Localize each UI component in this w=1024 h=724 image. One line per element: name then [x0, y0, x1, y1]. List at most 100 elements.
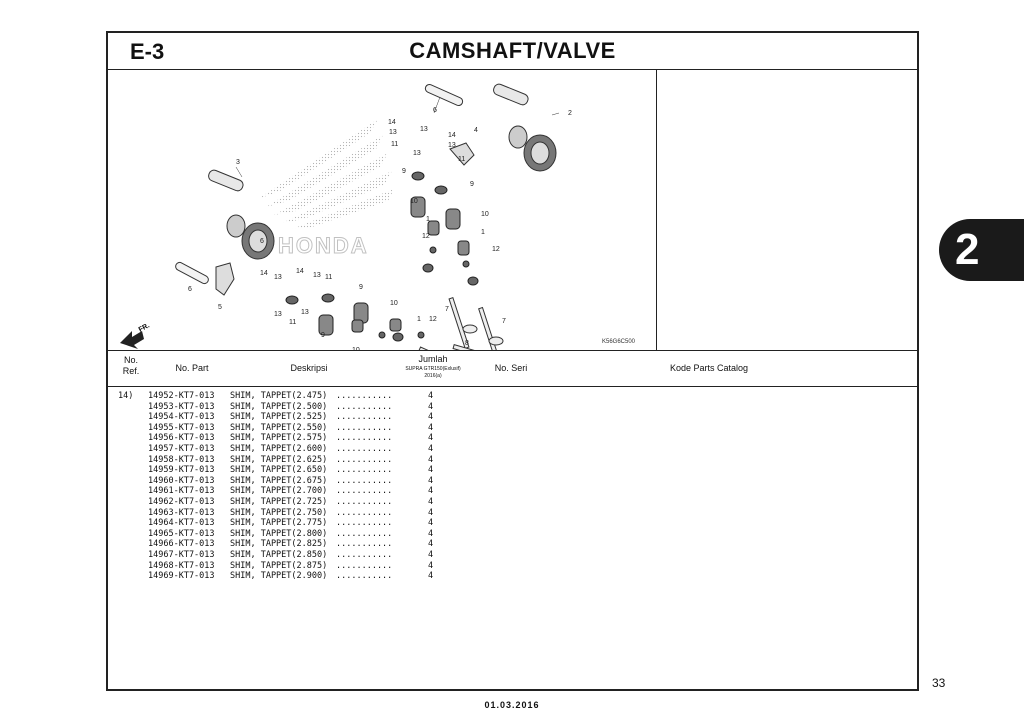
- part-number: 14955-KT7-013: [148, 422, 215, 433]
- part-description: SHIM, TAPPET(2.625): [230, 454, 328, 465]
- part-leader-dots: ...........: [336, 528, 393, 539]
- part-number: 14959-KT7-013: [148, 465, 215, 476]
- part-number: 14957-KT7-013: [148, 444, 215, 454]
- part-description: SHIM, TAPPET(2.675): [230, 475, 328, 486]
- part-quantity: 4: [428, 465, 434, 476]
- col-jumlah: Jumlah: [418, 354, 448, 364]
- chapter-tab: 2: [939, 219, 1024, 281]
- part-description: SHIM, TAPPET(2.500): [230, 401, 328, 412]
- part-leader-dots: ...........: [336, 444, 393, 454]
- part-quantity: 4: [428, 422, 434, 433]
- part-leader-dots: ...........: [336, 412, 393, 423]
- svg-text:11: 11: [391, 141, 398, 148]
- part-leader-dots: ...........: [336, 550, 393, 560]
- part-description: SHIM, TAPPET(2.825): [230, 539, 328, 550]
- part-leader-dots: ...........: [336, 571, 393, 582]
- svg-text:7: 7: [502, 318, 506, 325]
- table-row: 14961-KT7-013 SHIM, TAPPET(2.700)........…: [108, 486, 508, 497]
- part-leader-dots: ...........: [336, 391, 393, 401]
- col-deskripsi: Deskripsi: [290, 363, 328, 373]
- part-leader-dots: ...........: [336, 518, 393, 529]
- svg-text:12: 12: [422, 233, 430, 240]
- part-description: SHIM, TAPPET(2.700): [230, 486, 328, 497]
- svg-text:3: 3: [236, 159, 240, 166]
- table-row: 14958-KT7-013 SHIM, TAPPET(2.625)........…: [108, 455, 508, 466]
- part-quantity: 4: [428, 475, 434, 486]
- svg-text:12: 12: [429, 316, 437, 323]
- part-description: SHIM, TAPPET(2.550): [230, 422, 328, 433]
- leader-lines: [235, 96, 560, 178]
- svg-text:13: 13: [301, 309, 309, 316]
- valves: [418, 297, 504, 368]
- part-number: 14965-KT7-013: [148, 528, 215, 539]
- honda-watermark-text: HONDA: [278, 233, 369, 258]
- part-quantity: 4: [428, 560, 434, 571]
- part-quantity: 4: [428, 391, 434, 401]
- part-leader-dots: ...........: [336, 454, 393, 465]
- svg-text:14: 14: [448, 132, 456, 139]
- part-description: SHIM, TAPPET(2.750): [230, 507, 328, 518]
- table-row: 14967-KT7-013 SHIM, TAPPET(2.850)........…: [108, 550, 508, 561]
- svg-text:9: 9: [470, 181, 474, 188]
- svg-text:11: 11: [289, 319, 296, 326]
- part-description: SHIM, TAPPET(2.775): [230, 518, 328, 529]
- svg-text:14: 14: [388, 119, 396, 126]
- svg-text:13: 13: [448, 142, 456, 149]
- part-description: SHIM, TAPPET(2.850): [230, 550, 328, 560]
- part-quantity: 4: [428, 412, 434, 423]
- part-number: 14952-KT7-013: [148, 391, 215, 401]
- col-jumlah-year: 2016(a): [424, 373, 442, 379]
- part-quantity: 4: [428, 507, 434, 518]
- front-arrow: FR.: [120, 322, 151, 349]
- svg-text:10: 10: [390, 300, 398, 307]
- section-code: E-3: [130, 39, 165, 64]
- part-number: 14967-KT7-013: [148, 550, 215, 560]
- figure-code: K56G6C500: [602, 339, 636, 345]
- part-number: 14969-KT7-013: [148, 571, 215, 582]
- part-number: 14961-KT7-013: [148, 486, 215, 497]
- col-no-part: No. Part: [175, 363, 209, 373]
- svg-text:10: 10: [410, 198, 418, 205]
- part-quantity: 4: [428, 433, 434, 444]
- svg-text:10: 10: [481, 211, 489, 218]
- col-no-ref: No. Ref.: [122, 355, 140, 376]
- svg-text:9: 9: [402, 168, 406, 175]
- part-quantity: 4: [428, 454, 434, 465]
- part-number: 14956-KT7-013: [148, 433, 215, 444]
- svg-text:4: 4: [474, 127, 478, 134]
- svg-text:13: 13: [274, 274, 282, 281]
- part-number: 14954-KT7-013: [148, 412, 215, 423]
- chapter-tab-number: 2: [955, 225, 980, 274]
- part-quantity: 4: [428, 550, 434, 560]
- svg-text:14: 14: [296, 268, 304, 275]
- part-number: 14960-KT7-013: [148, 475, 215, 486]
- part-number: 14964-KT7-013: [148, 518, 215, 529]
- part-number: 14968-KT7-013: [148, 560, 215, 571]
- col-no-seri: No. Seri: [494, 363, 528, 373]
- svg-text:14: 14: [260, 270, 268, 277]
- part-quantity: 4: [428, 518, 434, 529]
- svg-text:11: 11: [325, 274, 332, 281]
- svg-text:7: 7: [445, 306, 449, 313]
- svg-text:8: 8: [465, 340, 469, 347]
- part-number: 14958-KT7-013: [148, 454, 215, 465]
- part-leader-dots: ...........: [336, 486, 393, 497]
- part-description: SHIM, TAPPET(2.525): [230, 412, 328, 423]
- part-quantity: 4: [428, 539, 434, 550]
- diagram-svg: HONDA: [120, 83, 636, 373]
- valve-retainers: [285, 171, 479, 342]
- rocker-shafts: [175, 83, 464, 285]
- rocker-arms: [215, 142, 475, 296]
- svg-text:2: 2: [568, 110, 572, 117]
- part-number: 14963-KT7-013: [148, 507, 215, 518]
